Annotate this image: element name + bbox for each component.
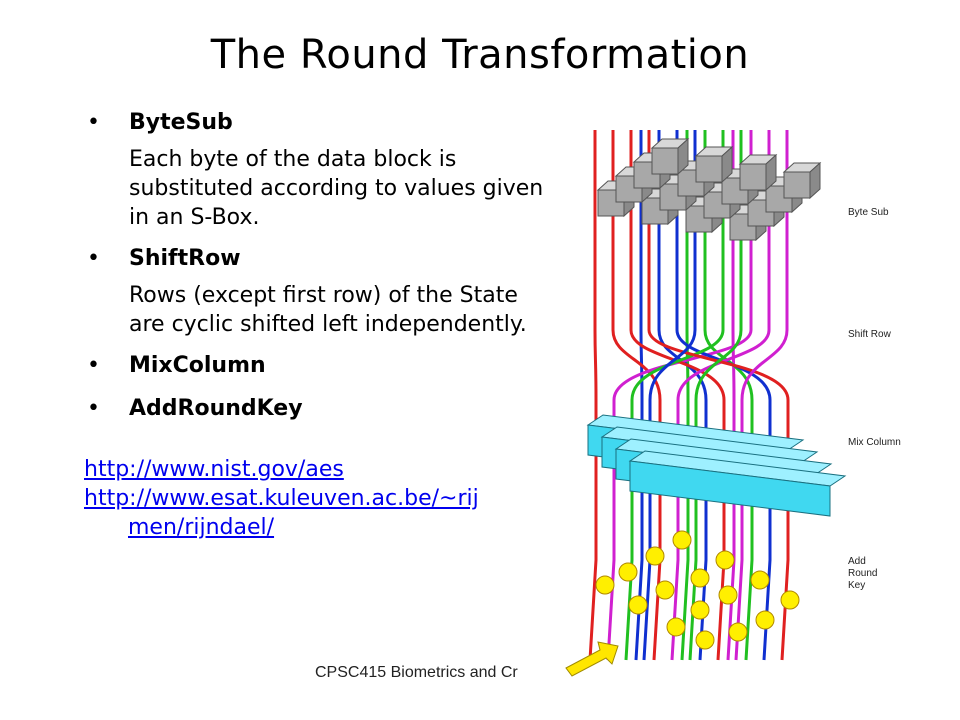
sbox-cube-side [765,153,777,192]
bullet-shiftrow: ShiftRow Rows (except first row) of the … [85,244,555,339]
label-key: Key [848,580,866,591]
label-mix-column: Mix Column [848,437,901,448]
sbox-cube-front [721,177,749,205]
bullet-addroundkey: AddRoundKey [85,394,555,423]
round-key-ball [628,595,648,615]
label-round: Round [848,568,878,579]
sbox-cube-front [651,147,679,175]
rijndael-link-line2: men/rijndael/ [128,515,275,540]
rijndael-link[interactable]: http://www.esat.kuleuven.ac.be/~rij men/… [84,484,554,542]
bullet-description: Each byte of the data block is substitut… [129,147,544,230]
mix-column-bar-front [629,460,831,517]
label-add: Add [848,556,866,567]
bullet-bytesub: ByteSub Each byte of the data block is s… [85,108,555,232]
sbox-cube-front [783,171,811,199]
round-key-ball [750,570,770,590]
sbox-cube-front [739,163,767,191]
footer-text: CPSC415 Biometrics and Cr [315,664,518,681]
round-key-ball [728,622,748,642]
bullet-list: ByteSub Each byte of the data block is s… [85,108,555,437]
reference-links: http://www.nist.gov/aes http://www.esat.… [84,455,554,542]
round-key-ball [595,575,615,595]
sbox-cube-front [695,155,723,183]
nist-aes-link[interactable]: http://www.nist.gov/aes [84,457,344,482]
bullet-heading: ShiftRow [129,246,241,271]
slide-title: The Round Transformation [210,32,750,78]
bullet-heading: MixColumn [129,353,266,378]
round-key-ball [695,630,715,650]
round-key-ball [755,610,775,630]
sbox-cube-side [721,145,733,184]
round-key-ball [780,590,800,610]
bullet-mixcolumn: MixColumn [85,351,555,380]
wire-line [634,130,644,661]
round-transformation-diagram [565,130,847,677]
sbox-cube-side [809,161,821,200]
sbox-cube-front [765,185,793,213]
round-key-ball [672,530,692,550]
label-shift-row: Shift Row [848,329,891,340]
wire-line [647,130,790,661]
round-key-ball [666,617,686,637]
wire-line [688,130,743,661]
label-byte-sub: Byte Sub [848,207,889,218]
round-key-ball [690,600,710,620]
round-key-ball [690,568,710,588]
bullet-description: Rows (except first row) of the State are… [129,283,527,337]
label-add-round-key: Add Round Key [848,556,877,592]
round-key-ball [618,562,638,582]
wire-line [642,130,697,661]
wire-line [611,130,662,661]
round-key-ball [715,550,735,570]
bullet-heading: AddRoundKey [129,396,303,421]
round-key-ball [655,580,675,600]
wire-line [629,130,726,661]
wire-line [734,130,789,661]
input-arrow-icon [565,641,619,677]
round-key-ball [645,546,665,566]
wire-line [588,130,598,661]
round-key-ball [718,585,738,605]
sbox-cube-side [677,137,689,176]
bullet-heading: ByteSub [129,110,233,135]
rijndael-link-line1: http://www.esat.kuleuven.ac.be/~rij [84,486,479,511]
